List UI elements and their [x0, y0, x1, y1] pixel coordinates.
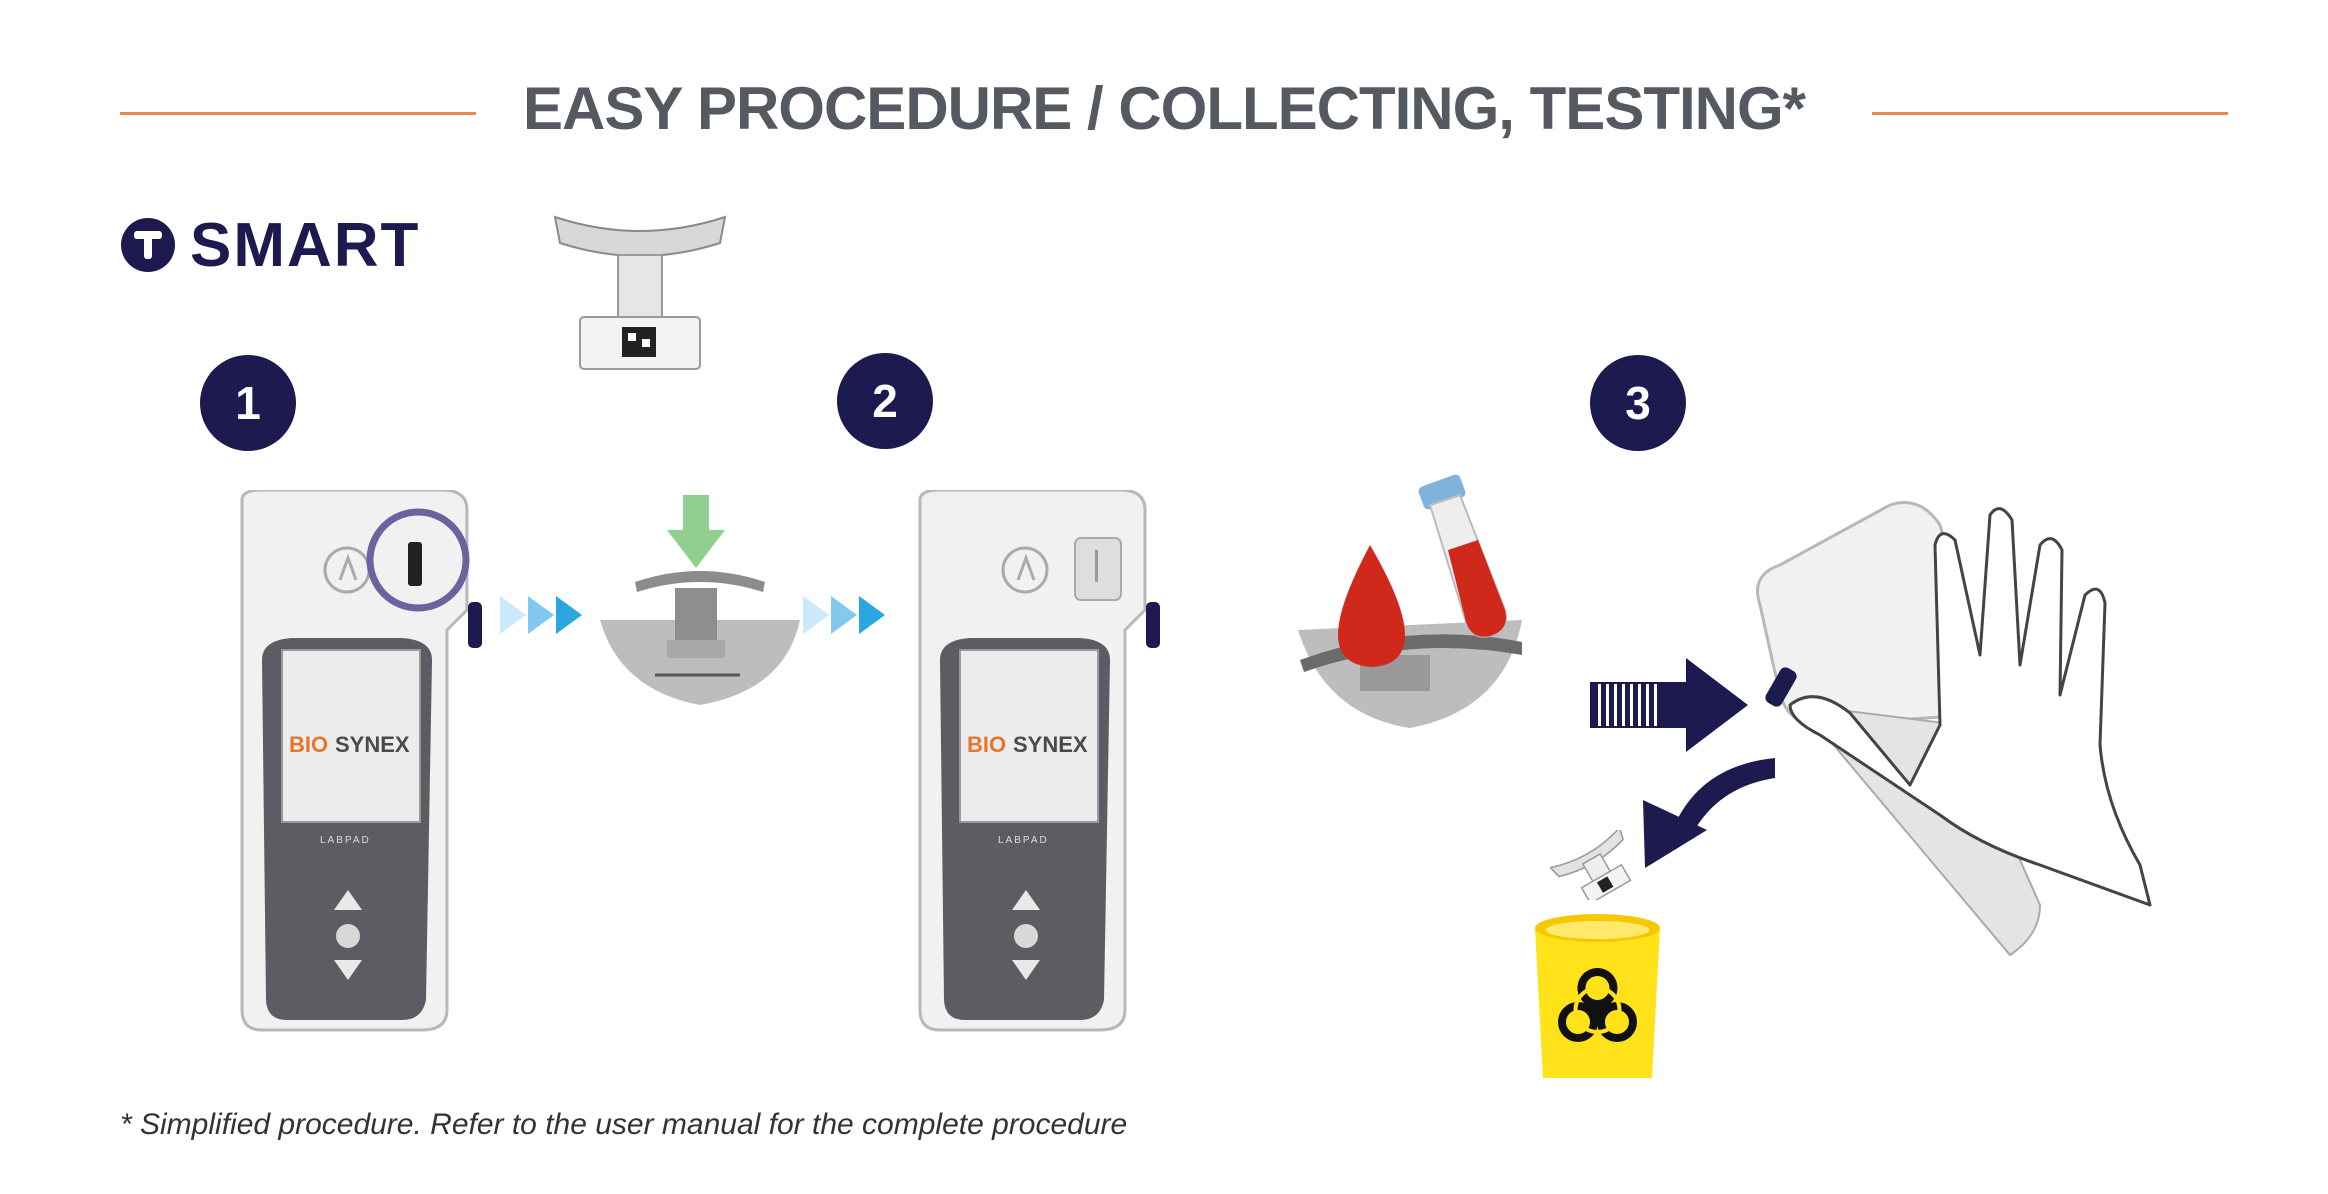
biohazard-icon — [1558, 968, 1637, 1042]
test-tube-icon — [1418, 474, 1507, 638]
curved-arrow-icon — [1643, 758, 1775, 868]
blood-drop-icon — [1338, 545, 1405, 667]
device-model: LABPAD — [998, 835, 1049, 846]
test-strip-icon — [553, 215, 727, 370]
brand-name: SMART — [190, 210, 421, 280]
header: EASY PROCEDURE / COLLECTING, TESTING* — [0, 62, 2328, 152]
right-chevrons-icon — [803, 596, 885, 634]
hand-eject-illustration — [1756, 501, 2152, 957]
footnote: * Simplified procedure. Refer to the use… — [120, 1108, 1128, 1141]
screen-brand-synex: SYNEX — [1013, 732, 1088, 757]
green-down-arrow-icon — [667, 495, 725, 568]
biohazard-bin — [1535, 914, 1660, 1078]
insert-strip-illustration — [600, 495, 800, 705]
navy-push-arrow-icon — [1590, 658, 1748, 752]
smart-logo-icon — [121, 218, 175, 272]
used-strip-icon — [1550, 830, 1632, 900]
step-badge-3: 3 — [1590, 355, 1686, 451]
page-title: EASY PROCEDURE / COLLECTING, TESTING* — [0, 74, 2328, 143]
brand: SMART — [120, 211, 420, 280]
device-model: LABPAD — [320, 835, 371, 846]
screen-brand-bio: BIO — [967, 732, 1006, 757]
step-badge-1: 1 — [200, 355, 296, 451]
screen-brand-synex: SYNEX — [335, 732, 410, 757]
step-badge-2: 2 — [837, 353, 933, 449]
hand-icon — [1788, 507, 2152, 907]
blood-sample-illustration — [1298, 474, 1522, 728]
device-step-1: BIO SYNEX LABPAD — [240, 490, 482, 1032]
right-chevrons-icon — [500, 596, 582, 634]
title-rule-left — [120, 112, 476, 115]
screen-brand-bio: BIO — [289, 732, 328, 757]
title-rule-right — [1872, 112, 2228, 115]
device-step-2: BIO SYNEX LABPAD — [918, 490, 1160, 1032]
